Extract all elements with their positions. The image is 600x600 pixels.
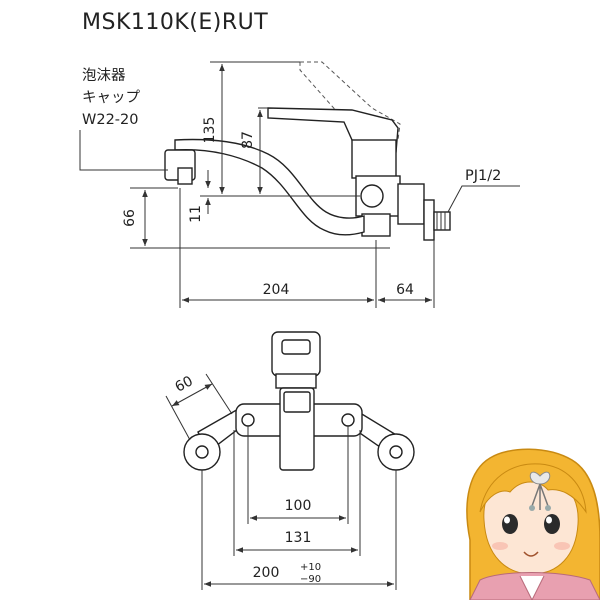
dim-60-line bbox=[171, 383, 213, 407]
dim-87: 87 bbox=[240, 131, 256, 149]
callout-thread: PJ1/2 bbox=[465, 168, 501, 184]
callout-aerator-line3: W22-20 bbox=[82, 112, 138, 128]
callout-aerator-line1: 泡沫器 bbox=[82, 67, 126, 84]
dim-200-tol-minus: −90 bbox=[300, 574, 321, 585]
wall-union bbox=[397, 183, 425, 225]
top-lever-cap bbox=[283, 391, 311, 413]
dim-66: 66 bbox=[122, 209, 138, 227]
dim-64: 64 bbox=[396, 282, 414, 298]
dim-204: 204 bbox=[263, 282, 290, 298]
valve-fitting bbox=[360, 184, 384, 208]
side-view: 135 87 66 11 204 64 泡沫器 キャップ W22-20 PJ1/… bbox=[79, 61, 520, 308]
dim-60-ext-right bbox=[205, 373, 233, 415]
top-left-nut bbox=[241, 413, 255, 427]
thread-lines bbox=[436, 212, 446, 230]
aerator-tip bbox=[177, 167, 193, 185]
top-right-nut bbox=[341, 413, 355, 427]
top-spout-neck bbox=[275, 373, 317, 389]
dim-131: 131 bbox=[285, 530, 312, 546]
dim-200: 200 bbox=[253, 565, 280, 581]
valve-lower-nut bbox=[361, 213, 391, 237]
dim-135: 135 bbox=[202, 117, 218, 144]
dim-11: 11 bbox=[188, 205, 204, 223]
top-spout-tip bbox=[281, 339, 311, 355]
callout-thread-leader bbox=[447, 185, 520, 213]
top-flange-right-center bbox=[389, 445, 403, 459]
callout-aerator-leader bbox=[79, 130, 168, 171]
dim-60-ext-left bbox=[165, 395, 191, 441]
valve-body bbox=[351, 139, 397, 179]
dim-200-tol-plus: +10 bbox=[300, 562, 321, 573]
dim-100: 100 bbox=[285, 498, 312, 514]
top-view: 60 100 131 200 +10 −90 bbox=[165, 331, 415, 590]
model-title: MSK110K(E)RUT bbox=[82, 10, 269, 35]
mascot-character bbox=[466, 448, 600, 600]
top-flange-left-center bbox=[195, 445, 209, 459]
dim-60: 60 bbox=[172, 373, 195, 395]
wall-thread bbox=[433, 211, 451, 231]
wall-flange bbox=[423, 199, 435, 241]
callout-aerator-line2: キャップ bbox=[82, 89, 140, 106]
lever-raised-outline bbox=[299, 61, 401, 147]
